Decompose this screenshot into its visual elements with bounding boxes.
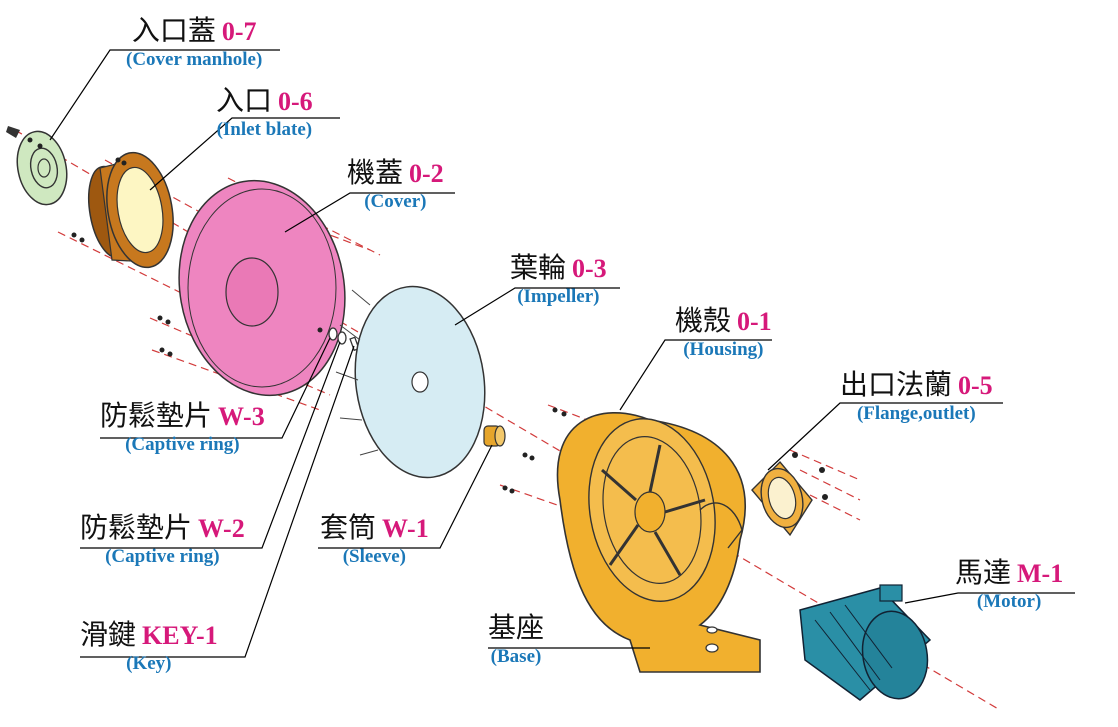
- label-code: W-3: [218, 402, 265, 431]
- label-en: (Flange,outlet): [856, 403, 976, 424]
- label-zh: 入口蓋: [131, 16, 216, 47]
- label-zh: 葉輪: [510, 253, 567, 284]
- label-zh: 基座: [488, 613, 545, 644]
- fasteners: [27, 137, 828, 500]
- label-en: (Captive ring): [125, 434, 240, 455]
- label-en: (Captive ring): [105, 546, 220, 567]
- label-zh: 出口法蘭: [840, 370, 953, 401]
- label-code: KEY-1: [142, 621, 218, 650]
- leader-lines: [49, 49, 1075, 658]
- housing-part: [556, 412, 761, 673]
- label-en: (Sleeve): [342, 546, 407, 567]
- label-zh: 機殼: [675, 306, 732, 337]
- label-code: W-1: [382, 514, 429, 543]
- label-base: 基座 (Base): [488, 613, 545, 667]
- label-en: (Housing): [683, 339, 764, 360]
- label-en: (Motor): [976, 591, 1042, 612]
- label-en: (Inlet blate): [216, 119, 313, 140]
- label-en: (Base): [490, 646, 542, 667]
- impeller-part: [335, 285, 486, 479]
- label-en: (Cover): [364, 191, 427, 212]
- label-zh: 機蓋: [347, 158, 404, 189]
- label-code: W-2: [198, 514, 245, 543]
- sleeve-part: [483, 425, 506, 447]
- label-code: 0-6: [278, 87, 313, 116]
- label-zh: 入口: [216, 86, 273, 117]
- label-code: 0-7: [221, 17, 257, 46]
- label-zh: 套筒: [320, 513, 377, 544]
- label-code: 0-1: [737, 307, 772, 336]
- motor-part: [799, 584, 932, 701]
- label-zh: 滑鍵: [80, 620, 137, 651]
- cover-part: [178, 179, 346, 397]
- label-en: (Cover manhole): [126, 49, 263, 70]
- label-zh: 馬達: [955, 558, 1012, 589]
- label-code: 0-5: [958, 371, 993, 400]
- label-zh: 防鬆墊片: [80, 513, 193, 544]
- cover-manhole-part: [6, 126, 68, 206]
- captive-rings: [328, 327, 360, 352]
- label-code: M-1: [1017, 559, 1064, 588]
- flange-outlet-part: [751, 460, 813, 537]
- label-zh: 防鬆墊片: [100, 401, 213, 432]
- label-code: 0-2: [409, 159, 444, 188]
- label-en: (Impeller): [517, 286, 600, 307]
- label-code: 0-3: [572, 254, 607, 283]
- label-en: (Key): [126, 653, 172, 674]
- inlet-part: [87, 151, 174, 269]
